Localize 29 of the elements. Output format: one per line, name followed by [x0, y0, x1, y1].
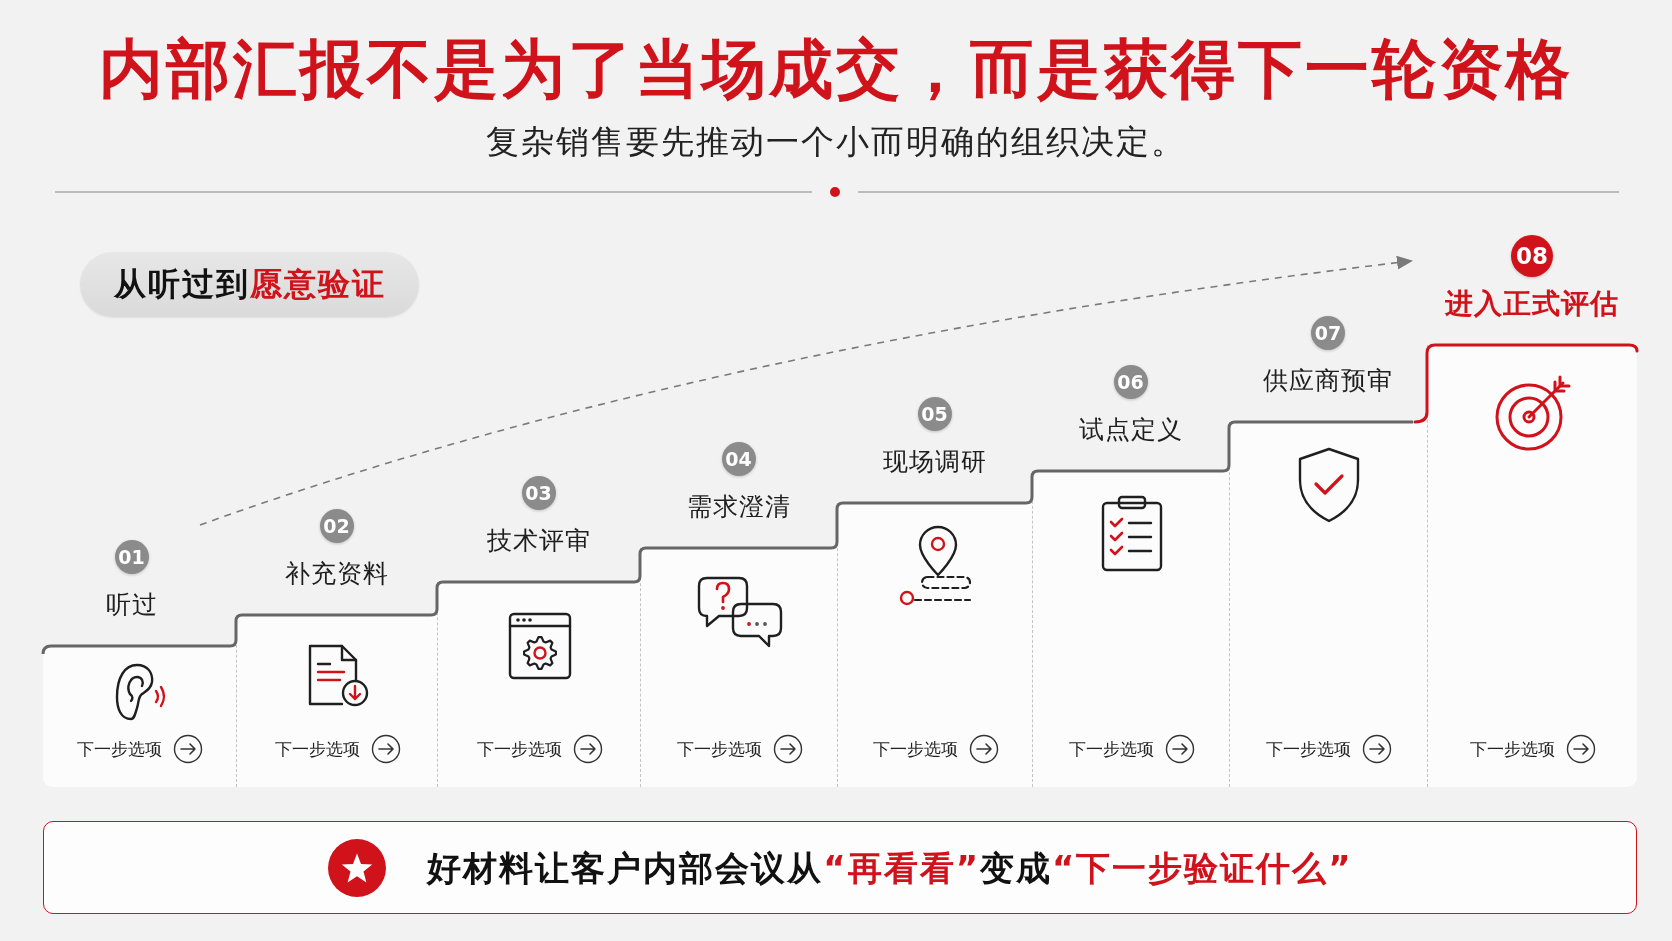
number-badge: 05 [917, 397, 952, 431]
next-step-text: 下一步选项 [1470, 738, 1555, 760]
stage-pill: 从听过到愿意验证 [80, 252, 419, 317]
step-title: 补充资料 [284, 558, 389, 590]
next-step-text: 下一步选项 [476, 738, 562, 760]
number-badge: 08 [1511, 235, 1553, 277]
page-title: 内部汇报不是为了当场成交，而是获得下一轮资格 [99, 31, 1573, 107]
next-step-text: 下一步选项 [872, 738, 958, 760]
next-step-text: 下一步选项 [1068, 738, 1154, 760]
next-step-text: 下一步选项 [1266, 738, 1351, 760]
step-title: 试点定义 [1078, 414, 1183, 446]
step-title: 现场调研 [882, 446, 987, 478]
step-title: 进入正式评估 [1445, 288, 1619, 320]
subtitle: 复杂销售要先推动一个小而明确的组织决定。 [486, 121, 1186, 163]
number-badge: 04 [721, 442, 756, 476]
step-title: 供应商预审 [1263, 365, 1393, 397]
step-title: 听过 [105, 589, 158, 621]
number-badge: 01 [114, 540, 149, 574]
step-title: 技术评审 [486, 525, 591, 557]
number-badge: 07 [1311, 316, 1345, 350]
number-badge: 03 [521, 476, 556, 510]
step-title: 需求澄清 [686, 491, 791, 523]
next-step-text: 下一步选项 [274, 738, 360, 760]
next-step-text: 下一步选项 [676, 738, 762, 760]
next-step-text: 下一步选项 [76, 738, 162, 760]
summary-banner [43, 821, 1637, 914]
number-badge: 02 [319, 509, 354, 543]
number-badge: 06 [1113, 365, 1148, 399]
summary-text: 好材料让客户内部会议从“再看看”变成“下一步验证什么” [427, 846, 1353, 890]
